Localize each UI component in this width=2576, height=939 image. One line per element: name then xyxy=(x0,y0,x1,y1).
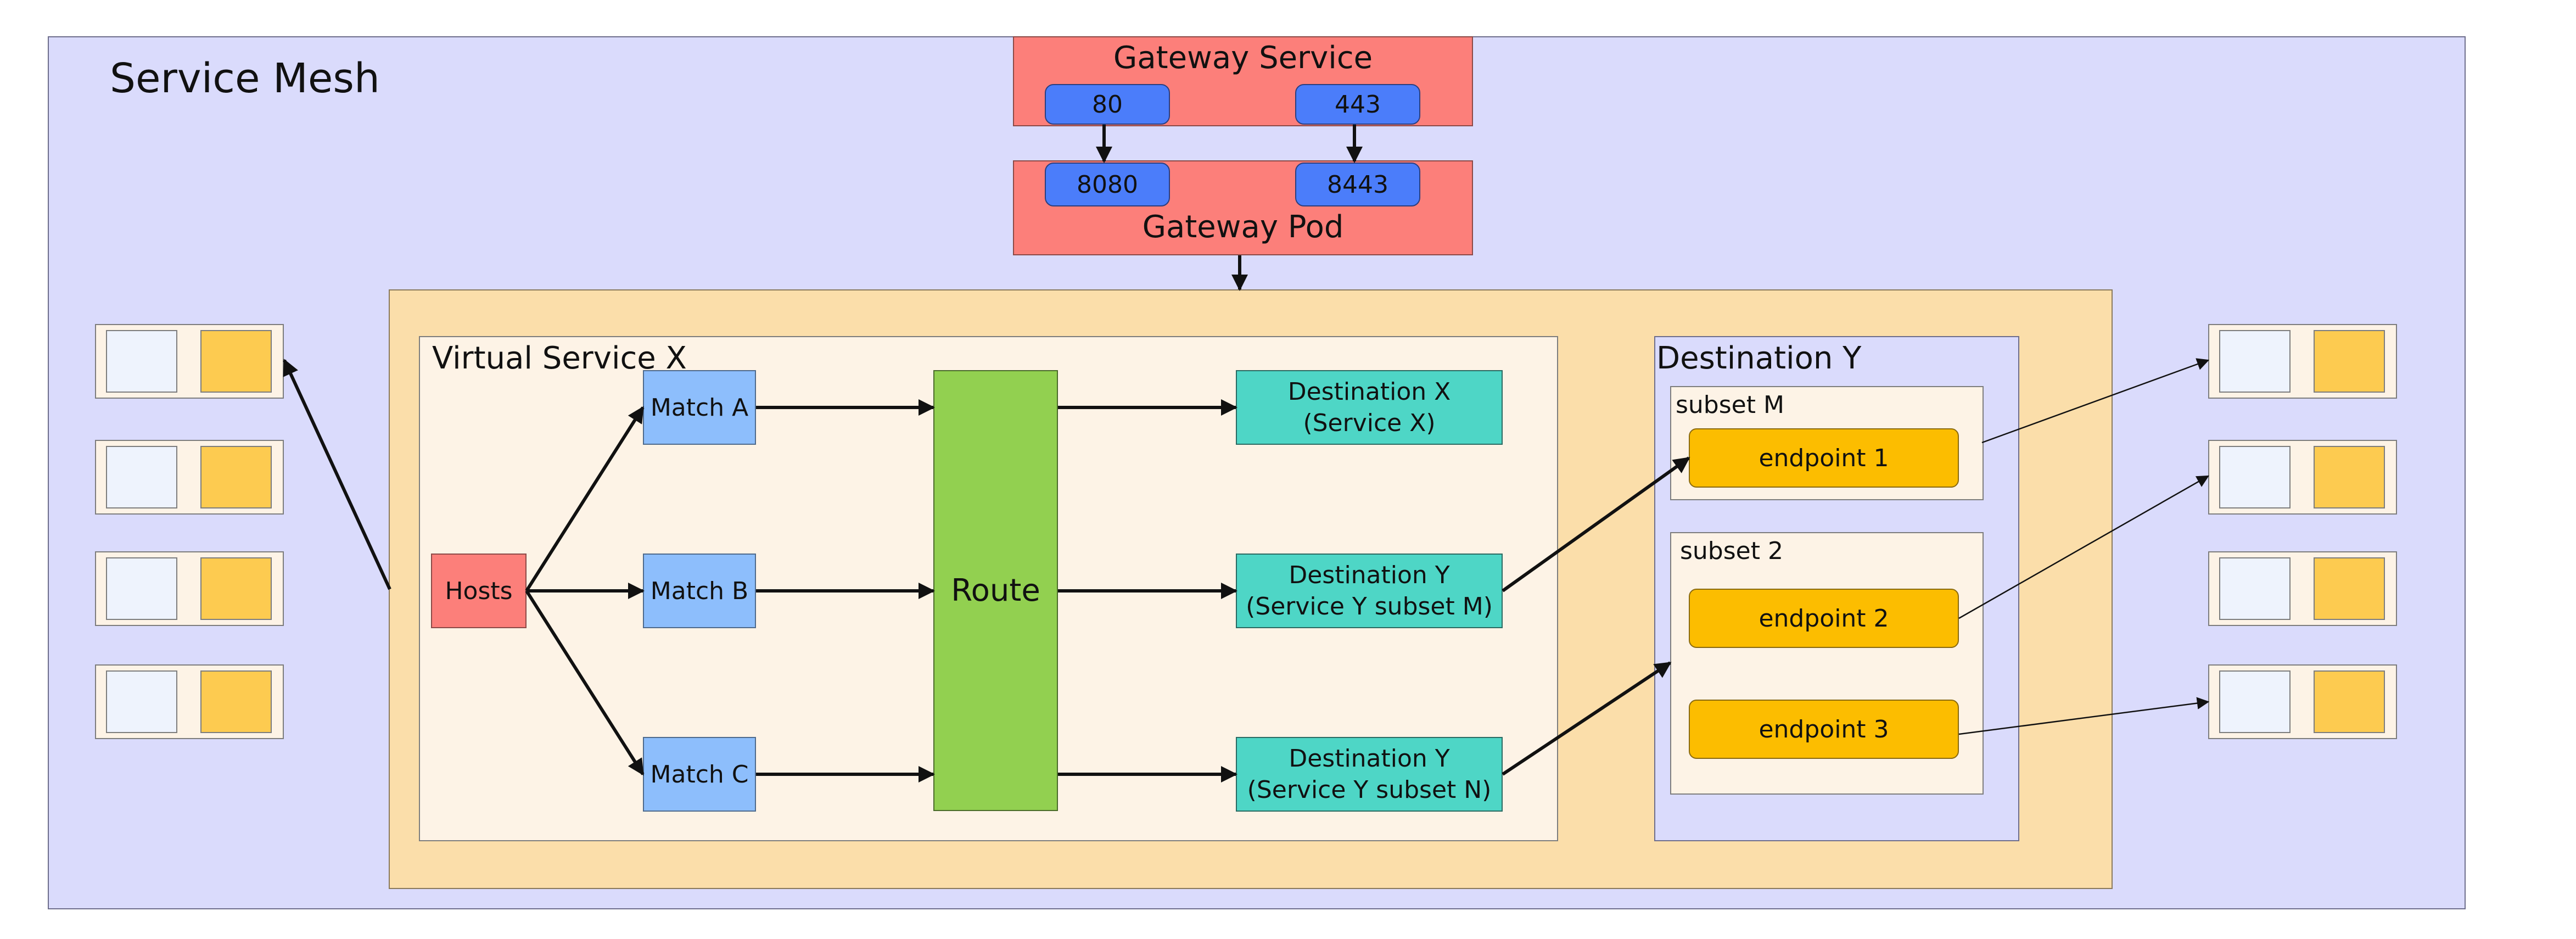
pod-left-2-sidecar xyxy=(106,446,177,508)
service-mesh-title: Service Mesh xyxy=(110,55,380,102)
endpoint-3-node: endpoint 3 xyxy=(1689,700,1959,759)
arrow-endpoint-1-to-pod xyxy=(1981,358,2210,444)
destination-y-subset-n-node: Destination Y (Service Y subset N) xyxy=(1236,737,1503,812)
pod-right-3-app xyxy=(2314,557,2385,620)
route-node: Route xyxy=(933,370,1058,811)
destination-y-title: Destination Y xyxy=(1656,340,1862,376)
endpoint-1-node: endpoint 1 xyxy=(1689,428,1959,488)
hosts-node: Hosts xyxy=(431,554,527,628)
destination-y-subset-n-line1: Destination Y xyxy=(1289,744,1450,773)
arrow-dest-y-m-to-endpoint-1 xyxy=(1502,456,1690,593)
arrow-hosts-to-match-a xyxy=(525,406,645,592)
pod-left-1-app xyxy=(200,330,272,393)
pod-right-2-sidecar xyxy=(2219,446,2291,508)
pod-right-1-app xyxy=(2314,330,2385,393)
destination-y-subset-m-node: Destination Y (Service Y subset M) xyxy=(1236,554,1503,628)
gateway-service-port-443: 443 xyxy=(1295,84,1420,125)
subset-m-label: subset M xyxy=(1676,391,1784,419)
arrow-endpoint-2-to-pod xyxy=(1958,475,2209,619)
match-c-node: Match C xyxy=(643,737,756,812)
pod-right-4-sidecar xyxy=(2219,670,2291,733)
arrow-hosts-to-match-c xyxy=(525,590,645,776)
endpoint-2-node: endpoint 2 xyxy=(1689,589,1959,648)
arrow-endpoint-3-to-pod xyxy=(1958,697,2210,735)
arrow-dest-y-n-to-subset-2 xyxy=(1502,661,1672,776)
pod-left-1-sidecar xyxy=(106,330,177,393)
gateway-service-title: Gateway Service xyxy=(1113,40,1373,76)
gateway-pod-port-8443: 8443 xyxy=(1295,163,1420,206)
gateway-pod-port-8080: 8080 xyxy=(1045,163,1170,206)
destination-y-subset-m-line1: Destination Y xyxy=(1289,561,1450,589)
match-b-node: Match B xyxy=(643,554,756,628)
subset-2-label: subset 2 xyxy=(1680,537,1783,565)
gateway-pod-title: Gateway Pod xyxy=(1142,209,1344,245)
pod-left-3-sidecar xyxy=(106,557,177,620)
destination-x-node: Destination X (Service X) xyxy=(1236,370,1503,445)
arrow-vs-to-left-pod xyxy=(283,359,391,590)
pod-left-4-sidecar xyxy=(106,670,177,733)
pod-left-3-app xyxy=(200,557,272,620)
pod-right-3-sidecar xyxy=(2219,557,2291,620)
destination-x-line1: Destination X xyxy=(1287,377,1451,406)
destination-y-subset-n-line2: (Service Y subset N) xyxy=(1247,776,1492,804)
pod-right-2-app xyxy=(2314,446,2385,508)
destination-y-subset-m-line2: (Service Y subset M) xyxy=(1246,593,1493,621)
pod-right-4-app xyxy=(2314,670,2385,733)
pod-left-4-app xyxy=(200,670,272,733)
destination-x-line2: (Service X) xyxy=(1303,409,1436,437)
gateway-service-port-80: 80 xyxy=(1045,84,1170,125)
pod-right-1-sidecar xyxy=(2219,330,2291,393)
pod-left-2-app xyxy=(200,446,272,508)
